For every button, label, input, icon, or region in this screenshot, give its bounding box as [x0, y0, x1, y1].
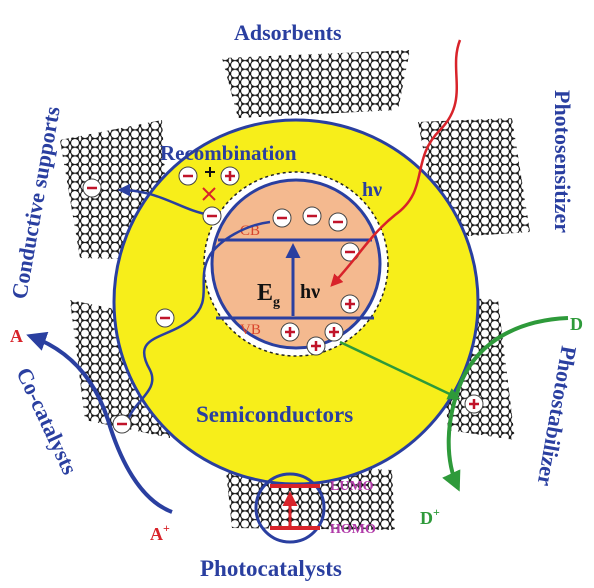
species-a-plus: A+	[150, 521, 170, 544]
electron-transfer-path	[126, 220, 271, 421]
species-d-plus: D+	[420, 505, 440, 528]
homo-lumo-circle	[254, 472, 326, 544]
recomb-symbol	[205, 167, 215, 177]
label-photocatalysts: Photocatalysts	[200, 556, 342, 581]
eg-sub: g	[273, 295, 280, 310]
a-plus-sup: +	[163, 521, 170, 535]
graphene-sheet-top	[222, 50, 410, 118]
d-plus-sup: +	[433, 505, 440, 519]
d-plus-letter: D	[420, 508, 433, 528]
vb-label: VB	[240, 322, 261, 338]
acceptor-reduction-arrow	[26, 331, 173, 514]
label-photosensitizer: Photosensitizer	[550, 90, 575, 233]
cb-electrons	[272, 206, 360, 262]
vb-holes	[280, 294, 360, 356]
donor-oxidation-arrow	[442, 316, 569, 492]
label-conductive-supports: Conductive supports	[6, 104, 65, 301]
eg-label: Eg	[257, 280, 280, 310]
label-photostabilizer: Photostabilizer	[532, 344, 581, 488]
homo-label: HOMO	[330, 522, 376, 537]
incident-light-arrow	[330, 39, 462, 287]
label-semiconductors: Semiconductors	[196, 402, 353, 427]
electron-to-support-arrow	[117, 183, 211, 217]
cb-label: CB	[240, 223, 260, 239]
core-particle	[210, 178, 382, 350]
eg-main: E	[257, 280, 273, 306]
label-adsorbents: Adsorbents	[234, 20, 342, 45]
species-a: A	[10, 326, 23, 346]
species-d: D	[570, 314, 583, 334]
hv-inner-label: hν	[300, 281, 320, 303]
hole-transfer-arrow	[339, 340, 461, 400]
recomb-cross	[202, 187, 216, 201]
lumo-label: LUMO	[330, 479, 374, 494]
recombination-label: Recombination	[160, 141, 297, 165]
label-co-catalysts: Co-catalysts	[11, 364, 82, 479]
hv-outer-label: hν	[362, 179, 382, 201]
a-plus-letter: A	[150, 524, 163, 544]
